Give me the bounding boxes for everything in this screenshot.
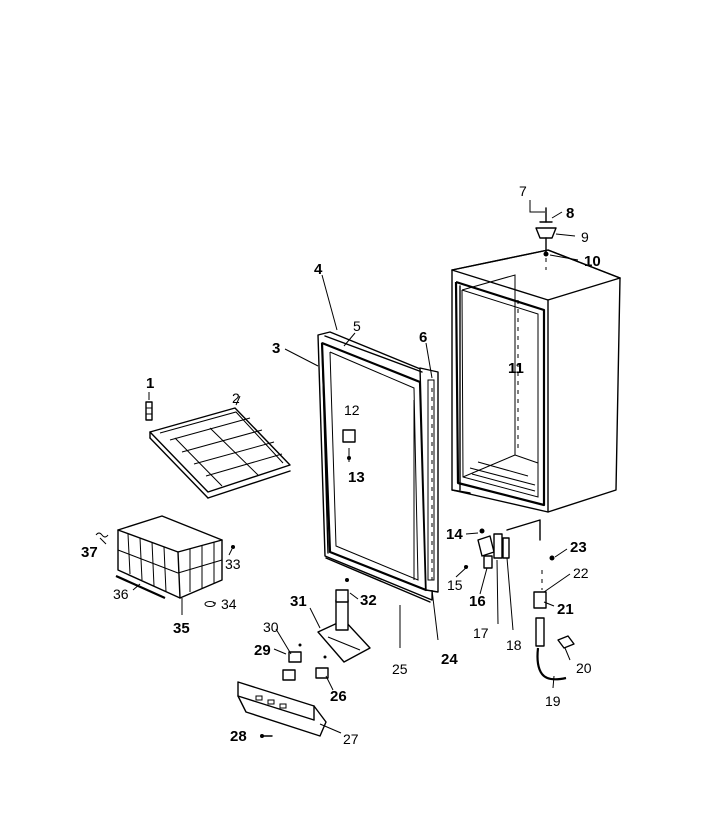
callout-22: 22	[573, 565, 589, 581]
leader-lines	[99, 274, 571, 734]
callout-35: 35	[173, 620, 190, 637]
door	[317, 331, 439, 603]
hinge-parts	[464, 519, 541, 569]
callout-37: 37	[81, 544, 98, 561]
callout-9: 9	[581, 229, 589, 245]
cabinet	[451, 249, 621, 513]
callout-14: 14	[446, 526, 463, 543]
callout-32: 32	[360, 592, 377, 609]
callout-34: 34	[221, 596, 237, 612]
thermostat-assembly	[529, 200, 579, 270]
callout-8: 8	[566, 205, 574, 222]
drain-parts	[533, 555, 575, 681]
callout-7: 7	[519, 183, 527, 199]
callout-6: 6	[419, 329, 427, 346]
callout-33: 33	[225, 556, 241, 572]
callout-16: 16	[469, 593, 486, 610]
callout-24: 24	[441, 651, 458, 668]
callout-29: 29	[254, 642, 271, 659]
callout-1: 1	[146, 375, 154, 392]
callout-3: 3	[272, 340, 280, 357]
callout-10: 10	[584, 253, 601, 270]
callout-26: 26	[330, 688, 347, 705]
callout-5: 5	[353, 318, 361, 334]
callout-4: 4	[314, 261, 323, 278]
basket	[95, 515, 235, 607]
callout-31: 31	[290, 593, 307, 610]
callout-labels: 1 2 3 4 5 6 7 8 9 10 11 12 13 14 15 16 1…	[81, 183, 601, 747]
callout-23: 23	[570, 539, 587, 556]
callout-25: 25	[392, 661, 408, 677]
shelf	[145, 392, 291, 499]
control-panel	[237, 643, 329, 738]
callout-18: 18	[506, 637, 522, 653]
callout-27: 27	[343, 731, 359, 747]
callout-12: 12	[344, 402, 360, 418]
callout-28: 28	[230, 728, 247, 745]
hinge-bracket	[317, 578, 371, 663]
callout-20: 20	[576, 660, 592, 676]
callout-36: 36	[113, 586, 129, 602]
door-latch	[342, 429, 356, 462]
callout-30: 30	[263, 619, 279, 635]
callout-2: 2	[232, 390, 240, 406]
callout-13: 13	[348, 469, 365, 486]
callout-15: 15	[447, 577, 463, 593]
callout-19: 19	[545, 693, 561, 709]
callout-17: 17	[473, 625, 489, 641]
callout-21: 21	[557, 601, 574, 618]
callout-11: 11	[508, 360, 524, 377]
